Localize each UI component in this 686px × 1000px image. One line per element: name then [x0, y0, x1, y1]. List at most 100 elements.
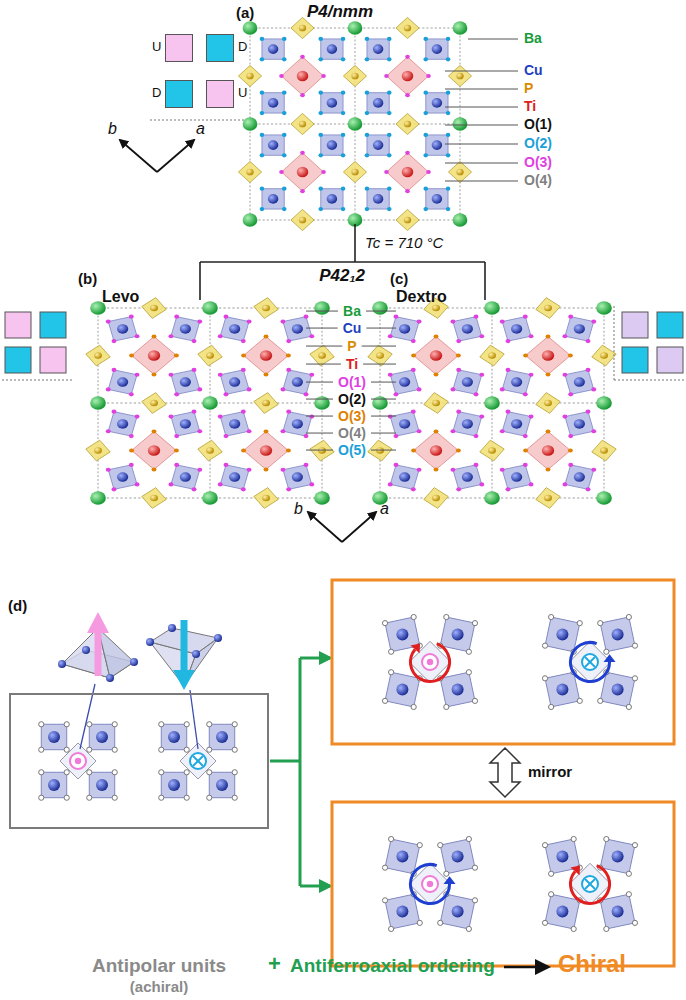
cuo-plaquette	[367, 93, 389, 113]
ba-atom	[314, 301, 330, 314]
p-atom	[544, 305, 552, 312]
o-atom	[184, 722, 189, 727]
o-atom	[632, 920, 637, 925]
o-atom	[152, 372, 157, 376]
o-atom	[282, 187, 287, 191]
cu-atom	[82, 646, 90, 654]
po4-tetrahedron	[448, 65, 471, 86]
o-atom	[39, 795, 44, 800]
axial-symbol	[585, 657, 595, 667]
o-atom	[568, 448, 573, 452]
cuo-plaquette	[502, 370, 531, 394]
p-atom	[299, 121, 306, 128]
leader-line	[445, 89, 518, 90]
tio-octahedron	[282, 57, 324, 95]
o-atom	[472, 698, 477, 703]
po4-tetrahedron	[536, 298, 560, 319]
o-atom	[474, 463, 479, 467]
po4-tetrahedron	[424, 488, 448, 509]
cuo-plaquette	[367, 135, 389, 155]
o-atom	[446, 133, 451, 137]
axial-symbol	[70, 753, 86, 769]
o-atom	[387, 153, 392, 157]
cu-atom	[373, 140, 384, 150]
o-atom	[282, 37, 287, 41]
ba-atom	[453, 213, 468, 226]
cuo-plaquette	[108, 465, 137, 489]
leader-line	[445, 71, 518, 72]
o-atom	[232, 770, 237, 775]
o-atom	[549, 614, 554, 619]
o-atom	[318, 207, 323, 211]
leader-line	[306, 346, 342, 347]
o-atom	[260, 91, 265, 95]
o-atom	[417, 843, 422, 848]
cuo-plaquette	[426, 189, 448, 209]
o-atom	[626, 614, 631, 619]
cu-atom	[511, 377, 522, 387]
cuo-plaquette	[502, 317, 531, 341]
po4-tetrahedron	[592, 440, 616, 461]
cuo-plaquette	[283, 465, 312, 489]
o-atom	[562, 334, 567, 338]
o-atom	[423, 57, 428, 61]
domain-letter: U	[238, 86, 247, 101]
po4-tetrahedron	[254, 488, 278, 509]
o-atom	[218, 482, 223, 486]
o-atom	[341, 153, 346, 157]
o-atom	[341, 37, 346, 41]
o-atom	[571, 926, 576, 931]
o-atom	[434, 429, 439, 433]
o-atom	[632, 676, 637, 681]
leader-line	[306, 416, 333, 417]
o-atom	[506, 487, 511, 491]
cu-atom	[192, 650, 200, 658]
o-atom	[129, 315, 134, 319]
ti-atom	[542, 445, 554, 455]
ba-atom	[596, 396, 612, 409]
antipolar-box	[10, 694, 268, 828]
o-atom	[500, 468, 505, 472]
cu-atom	[432, 98, 443, 108]
po4-tetrahedron	[368, 345, 392, 366]
po4-tetrahedron	[396, 113, 419, 134]
o-atom	[411, 353, 416, 357]
o-atom	[394, 434, 399, 438]
o-atom	[129, 448, 134, 452]
o-atom	[260, 111, 265, 115]
cu-atom	[556, 628, 568, 640]
p-atom	[351, 73, 358, 80]
o-atom	[282, 133, 287, 137]
atom-label: O(3)	[524, 154, 552, 170]
mirror-arrow	[490, 748, 520, 797]
cu-atom	[327, 194, 338, 204]
green-branch	[270, 658, 300, 886]
o-atom	[241, 368, 246, 372]
o-atom	[304, 434, 309, 438]
p-atom	[376, 352, 384, 359]
o-atom	[387, 57, 392, 61]
cu-atom	[612, 906, 624, 918]
o-atom	[472, 621, 477, 626]
cuo-plaquette	[41, 724, 66, 749]
o-atom	[474, 434, 479, 438]
o-atom	[112, 339, 117, 343]
pyramid-up	[58, 612, 138, 749]
cu-atom	[292, 324, 303, 334]
leader-lines-a	[445, 39, 518, 181]
po4-tetrahedron	[448, 161, 471, 182]
cuo-plaquette	[367, 189, 389, 209]
o-atom	[446, 37, 451, 41]
o-atom	[112, 747, 117, 752]
cuo-plaquette	[390, 317, 419, 341]
axis-arrow	[342, 512, 376, 542]
po4-tetrahedron	[238, 65, 261, 86]
o-atom	[549, 892, 554, 897]
o-atom	[280, 319, 285, 323]
cu-atom	[327, 140, 338, 150]
cu-atom	[612, 684, 624, 696]
ba-atom	[90, 491, 106, 504]
o-atom	[472, 865, 477, 870]
ti-atom	[297, 71, 309, 82]
o-atom	[384, 74, 389, 78]
